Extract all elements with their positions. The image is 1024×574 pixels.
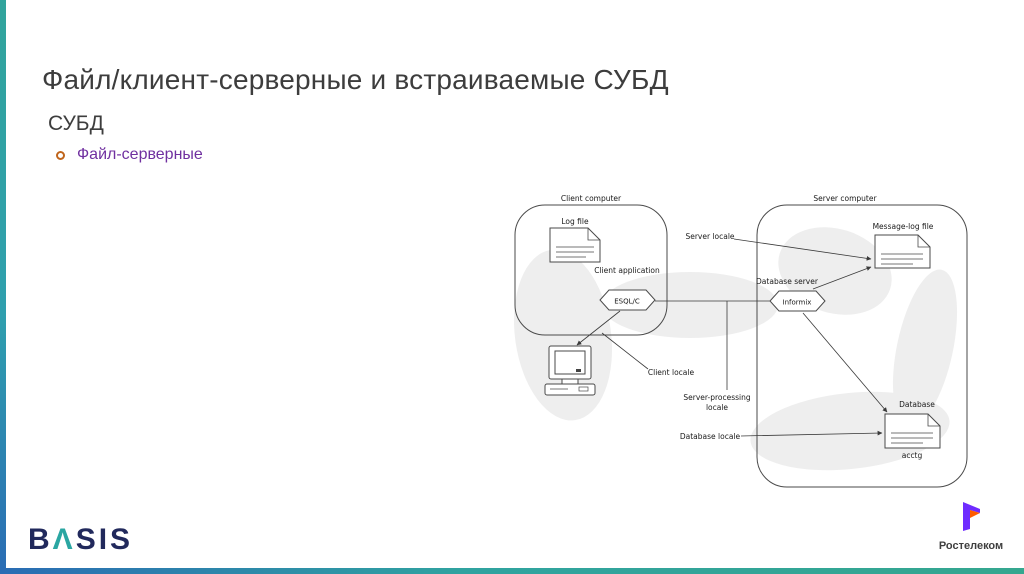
line-informix-to-database [802,312,888,413]
bullet-circle-icon [56,150,65,160]
esql-label: ESQL/C [614,298,640,306]
architecture-diagram: Client computer Log file Client applicat… [505,183,975,493]
basis-logo-b: B [28,523,53,556]
informix-node [769,290,826,312]
line-app-to-terminal [576,310,621,346]
server-processing-locale-line1: Server-processing [683,393,750,402]
rostelecom-logo: Ростелеком [928,500,1014,552]
database-locale-label: Database locale [680,432,741,441]
rostelecom-label: Ростелеком [938,540,1004,552]
informix-label: Informix [783,299,812,307]
bullet-item: Файл-серверные [56,146,203,164]
database-icon [884,413,941,449]
client-computer-label: Client computer [561,194,622,203]
database-server-label: Database server [756,277,819,286]
database-label: Database [899,400,935,409]
client-computer-box [514,204,668,336]
basis-logo: BΛSIS [28,525,133,555]
terminal-icon [544,345,596,396]
line-database-locale [740,430,883,437]
bottom-accent-border [0,568,1024,574]
left-accent-border [0,0,6,574]
line-server-locale [733,238,872,261]
slide-subtitle: СУБД [48,112,104,135]
esql-node [599,289,656,311]
basis-logo-sis: SIS [75,523,134,556]
client-application-label: Client application [594,266,660,275]
slide-title: Файл/клиент-серверные и встраиваемые СУБ… [42,64,669,95]
log-file-label: Log file [561,217,589,226]
server-locale-label: Server locale [685,232,734,241]
line-informix-to-log [812,266,872,290]
message-log-file-label: Message-log file [873,222,934,231]
line-client-locale [601,332,649,370]
server-computer-label: Server computer [813,194,877,203]
server-computer-box [756,204,968,488]
bullet-label: Файл-серверные [77,146,203,163]
database-name-label: acctg [902,451,923,460]
log-file-icon [549,227,601,263]
rostelecom-emblem-icon [963,502,980,531]
client-locale-label: Client locale [648,368,695,377]
basis-logo-caret: Λ [52,523,76,556]
message-log-file-icon [874,234,931,269]
server-processing-locale-line2: locale [706,403,728,412]
diagram-svg: Client computer Log file Client applicat… [513,194,968,488]
connector-lines [576,238,888,437]
